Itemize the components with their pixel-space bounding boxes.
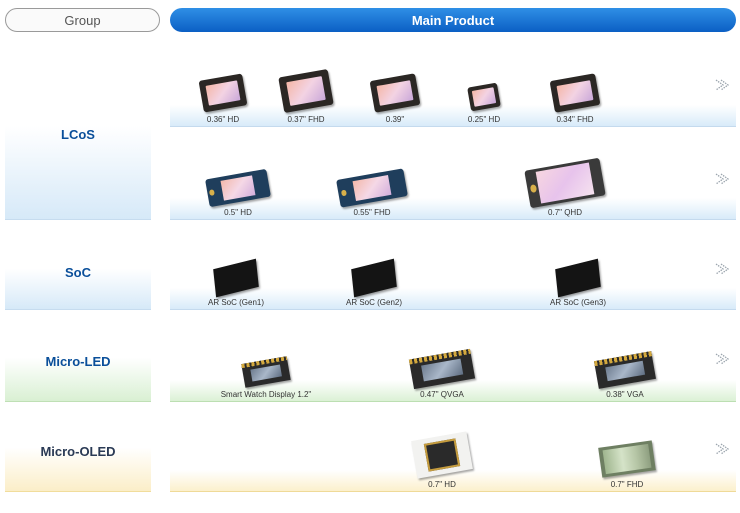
product-caption: 0.34" FHD: [556, 115, 594, 124]
product-caption: 0.5" HD: [224, 208, 252, 217]
product-row-micro-led: Smart Watch Display 1.2" 0.47" QVGA 0.38…: [170, 322, 736, 402]
product-micro-led-038-vga[interactable]: 0.38" VGA: [586, 351, 664, 402]
row-band: [170, 288, 736, 310]
group-label-micro-led: Micro-LED: [45, 354, 111, 369]
product-smart-watch-display[interactable]: Smart Watch Display 1.2": [206, 356, 326, 402]
group-label-micro-oled: Micro-OLED: [40, 444, 116, 459]
row-band: [170, 470, 736, 492]
product-lcos-055-fhd[interactable]: 0.55" FHD: [330, 168, 414, 220]
product-caption: AR SoC (Gen2): [345, 298, 403, 307]
micro-oled-chip-image: [598, 440, 656, 478]
product-caption: AR SoC (Gen1): [207, 298, 265, 307]
group-micro-oled: Micro-OLED: [5, 412, 151, 492]
product-caption: 0.7" HD: [428, 480, 456, 489]
group-soc: SoC: [5, 236, 151, 310]
product-caption: 0.7" QHD: [548, 208, 582, 217]
lcos-chip-image: [278, 68, 334, 114]
product-micro-led-047-qvga[interactable]: 0.47" QVGA: [402, 348, 482, 402]
product-micro-oled-07-hd[interactable]: 0.7" HD: [402, 431, 482, 492]
row-band: [170, 380, 736, 402]
product-lcos-025-hd[interactable]: 0.25" HD: [452, 82, 516, 127]
lcos-board-image: [524, 157, 606, 209]
product-ar-soc-gen2[interactable]: AR SoC (Gen2): [332, 258, 416, 310]
product-caption: 0.25" HD: [467, 115, 501, 124]
soc-chip-image: [555, 258, 601, 298]
group-label-lcos: LCoS: [61, 127, 95, 142]
main-product-header: Main Product: [170, 8, 736, 32]
product-lcos-039[interactable]: 0.39": [360, 73, 430, 127]
product-lcos-07-qhd[interactable]: 0.7" QHD: [520, 157, 610, 220]
product-caption: 0.7" FHD: [610, 480, 644, 489]
product-caption: 0.47" QVGA: [420, 390, 464, 399]
group-header: Group: [5, 8, 160, 32]
product-caption: 0.55" FHD: [353, 208, 391, 217]
lcos-chip-image: [467, 82, 501, 112]
product-caption: AR SoC (Gen3): [549, 298, 607, 307]
product-caption: Smart Watch Display 1.2": [220, 390, 312, 399]
micro-led-chip-image: [241, 356, 291, 388]
chevron-right-icon[interactable]: [714, 442, 730, 456]
product-caption: 0.36" HD: [206, 115, 240, 124]
product-caption: 0.37" FHD: [287, 115, 325, 124]
product-micro-oled-07-fhd[interactable]: 0.7" FHD: [588, 440, 666, 492]
lcos-board-image: [336, 168, 408, 208]
product-caption: 0.38" VGA: [606, 390, 644, 399]
product-caption: 0.39": [385, 115, 405, 124]
lcos-chip-image: [549, 73, 601, 113]
micro-led-chip-image: [408, 348, 476, 390]
lcos-chip-image: [198, 73, 248, 113]
group-micro-led: Micro-LED: [5, 322, 151, 402]
group-label-soc: SoC: [65, 265, 91, 280]
chevron-right-icon[interactable]: [714, 262, 730, 276]
product-lcos-036-hd[interactable]: 0.36" HD: [188, 73, 258, 127]
product-row-lcos-2: 0.5" HD 0.55" FHD 0.7" QHD: [170, 140, 736, 220]
row-band: [170, 105, 736, 127]
chevron-right-icon[interactable]: [714, 352, 730, 366]
lcos-chip-image: [369, 73, 421, 113]
product-row-micro-oled: 0.7" HD 0.7" FHD: [170, 412, 736, 492]
chevron-right-icon[interactable]: [714, 172, 730, 186]
product-lcos-037-fhd[interactable]: 0.37" FHD: [268, 68, 344, 127]
product-lcos-05-hd[interactable]: 0.5" HD: [198, 168, 278, 220]
product-ar-soc-gen1[interactable]: AR SoC (Gen1): [194, 258, 278, 310]
micro-oled-chip-image: [411, 431, 473, 479]
product-lcos-034-fhd[interactable]: 0.34" FHD: [538, 73, 612, 127]
soc-chip-image: [213, 258, 259, 298]
product-ar-soc-gen3[interactable]: AR SoC (Gen3): [536, 258, 620, 310]
row-band: [170, 198, 736, 220]
product-row-soc: AR SoC (Gen1) AR SoC (Gen2) AR SoC (Gen3…: [170, 236, 736, 310]
group-lcos: LCoS: [5, 50, 151, 220]
lcos-board-image: [205, 168, 271, 208]
micro-led-chip-image: [594, 351, 656, 389]
product-row-lcos-1: 0.36" HD 0.37" FHD 0.39" 0.25" HD 0.34" …: [170, 50, 736, 127]
soc-chip-image: [351, 258, 397, 298]
chevron-right-icon[interactable]: [714, 78, 730, 92]
